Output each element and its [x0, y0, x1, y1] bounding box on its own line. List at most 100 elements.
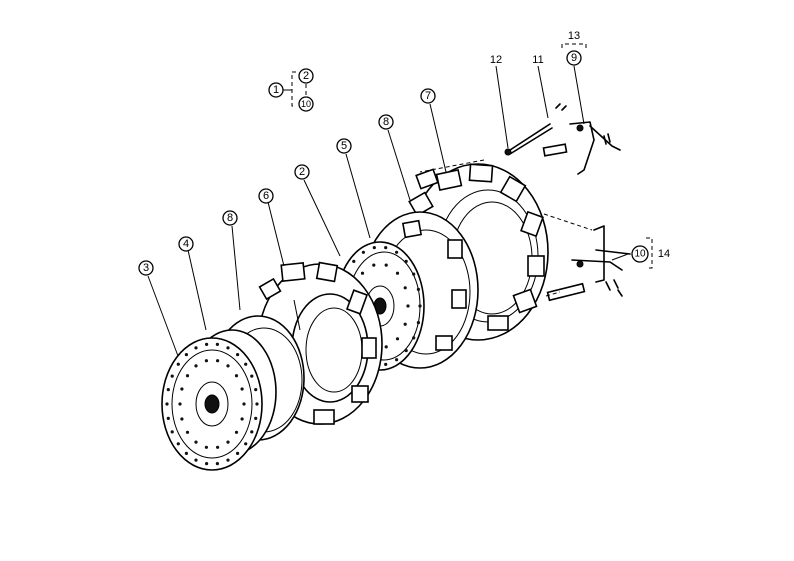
rivet	[254, 388, 258, 392]
rivet	[244, 442, 248, 446]
rivet	[403, 322, 407, 326]
rivet	[250, 430, 254, 434]
rivet	[215, 342, 219, 346]
rivet	[194, 346, 198, 350]
callout-2-top-label: 2	[303, 70, 309, 82]
callout-6: 6	[258, 188, 274, 204]
callout-4-label: 4	[183, 238, 189, 250]
rivet	[194, 458, 198, 462]
rivet	[250, 374, 254, 378]
front-clutch-disc	[161, 329, 277, 471]
rivet	[178, 402, 182, 406]
callout-14-label: 14	[658, 248, 670, 260]
callout-2-label: 2	[299, 166, 305, 178]
rivet	[361, 250, 365, 254]
callout-7-label: 7	[425, 90, 431, 102]
rivet	[254, 416, 258, 420]
rivet	[176, 362, 180, 366]
rivet	[404, 259, 408, 263]
rivet	[372, 263, 376, 267]
leader-lines	[147, 43, 653, 357]
rivet	[384, 345, 388, 349]
rivet	[176, 442, 180, 446]
callout-14: 14	[658, 248, 670, 260]
rivet	[234, 374, 239, 378]
rivet	[184, 353, 188, 357]
rivet	[166, 416, 170, 420]
rivet	[412, 336, 416, 340]
callout-5: 5	[336, 138, 352, 154]
rivet	[416, 287, 420, 291]
callout-13: 13	[568, 30, 580, 42]
rivet	[412, 272, 416, 276]
rivet	[184, 451, 188, 455]
rivet	[395, 271, 400, 275]
callout-12-label: 12	[490, 54, 502, 66]
rivet	[234, 430, 239, 434]
rivet	[403, 286, 407, 290]
rivet	[194, 440, 198, 444]
rivet	[372, 246, 376, 250]
rivet	[185, 430, 190, 434]
rivet	[242, 402, 246, 406]
callout-11-label: 11	[532, 54, 543, 66]
callout-1-label: 1	[273, 84, 279, 96]
upper-linkage	[504, 103, 621, 175]
callout-9-label: 9	[571, 52, 577, 64]
callout-10-label: 10	[634, 249, 646, 260]
callout-2-top: 2	[298, 68, 314, 84]
rivet	[384, 246, 388, 250]
rivet	[416, 321, 420, 325]
rivet	[226, 364, 230, 368]
callout-10: 10	[631, 245, 649, 263]
rivet	[216, 445, 220, 449]
rivet	[236, 353, 240, 357]
rivet	[352, 259, 356, 263]
callout-7: 7	[420, 88, 436, 104]
rivet	[240, 387, 244, 391]
rivet	[165, 402, 169, 406]
callout-8-left: 8	[222, 210, 238, 226]
callout-8-right-label: 8	[383, 116, 389, 128]
rivet	[205, 462, 209, 466]
callout-6-label: 6	[263, 190, 269, 202]
rivet	[185, 374, 190, 378]
rivet	[194, 364, 198, 368]
callout-13-label: 13	[568, 30, 580, 42]
rivet	[204, 445, 208, 449]
rivet	[395, 358, 399, 362]
callout-11: 11	[532, 54, 543, 66]
rivet	[360, 271, 365, 275]
rivet	[240, 417, 244, 421]
rivet	[170, 430, 174, 434]
rivet	[166, 388, 170, 392]
rivet	[226, 346, 230, 350]
callout-8-left-label: 8	[227, 212, 233, 224]
callout-12: 12	[490, 54, 502, 66]
lower-linkage	[546, 225, 631, 302]
callout-3-label: 3	[143, 262, 149, 274]
rivet	[170, 374, 174, 378]
rivet	[384, 362, 388, 366]
callout-2: 2	[294, 164, 310, 180]
rivet	[180, 387, 184, 391]
rivet	[204, 359, 208, 363]
callout-8-right: 8	[378, 114, 394, 130]
rivet	[406, 304, 410, 308]
rivet	[395, 250, 399, 254]
callout-10-top-label: 10	[301, 99, 311, 109]
rivet	[244, 362, 248, 366]
rivet	[180, 417, 184, 421]
rivet	[226, 440, 230, 444]
rivet	[236, 451, 240, 455]
callout-9: 9	[566, 50, 582, 66]
callout-4: 4	[178, 236, 194, 252]
rivet	[226, 458, 230, 462]
callout-5-label: 5	[341, 140, 347, 152]
rivet	[418, 304, 422, 308]
callout-10-top: 10	[298, 96, 314, 112]
rivet	[215, 462, 219, 466]
callout-1: 1	[268, 82, 284, 98]
callout-3: 3	[138, 260, 154, 276]
